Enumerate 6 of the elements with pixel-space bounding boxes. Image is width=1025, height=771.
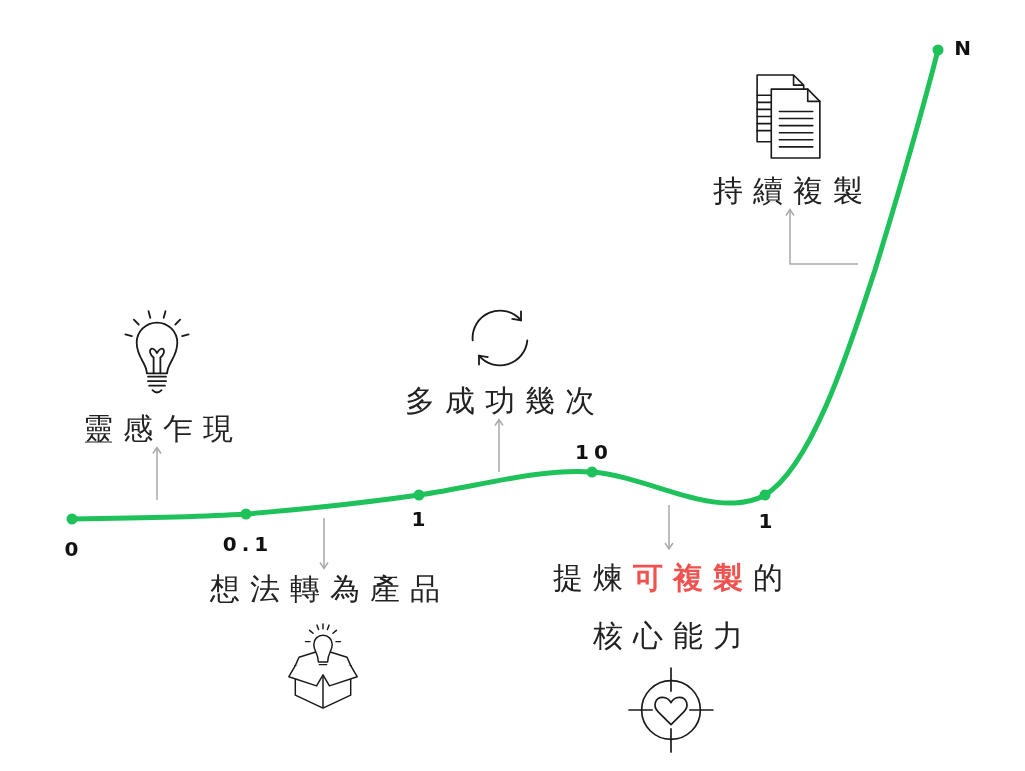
point-value: 0.1	[222, 532, 274, 556]
stage-caption: 提煉可複製的核心能力	[548, 549, 798, 665]
arrow	[319, 517, 329, 570]
stage-caption: 想法轉為產品	[210, 568, 450, 608]
point-value: N	[954, 36, 976, 60]
point-value: 0	[64, 537, 84, 561]
